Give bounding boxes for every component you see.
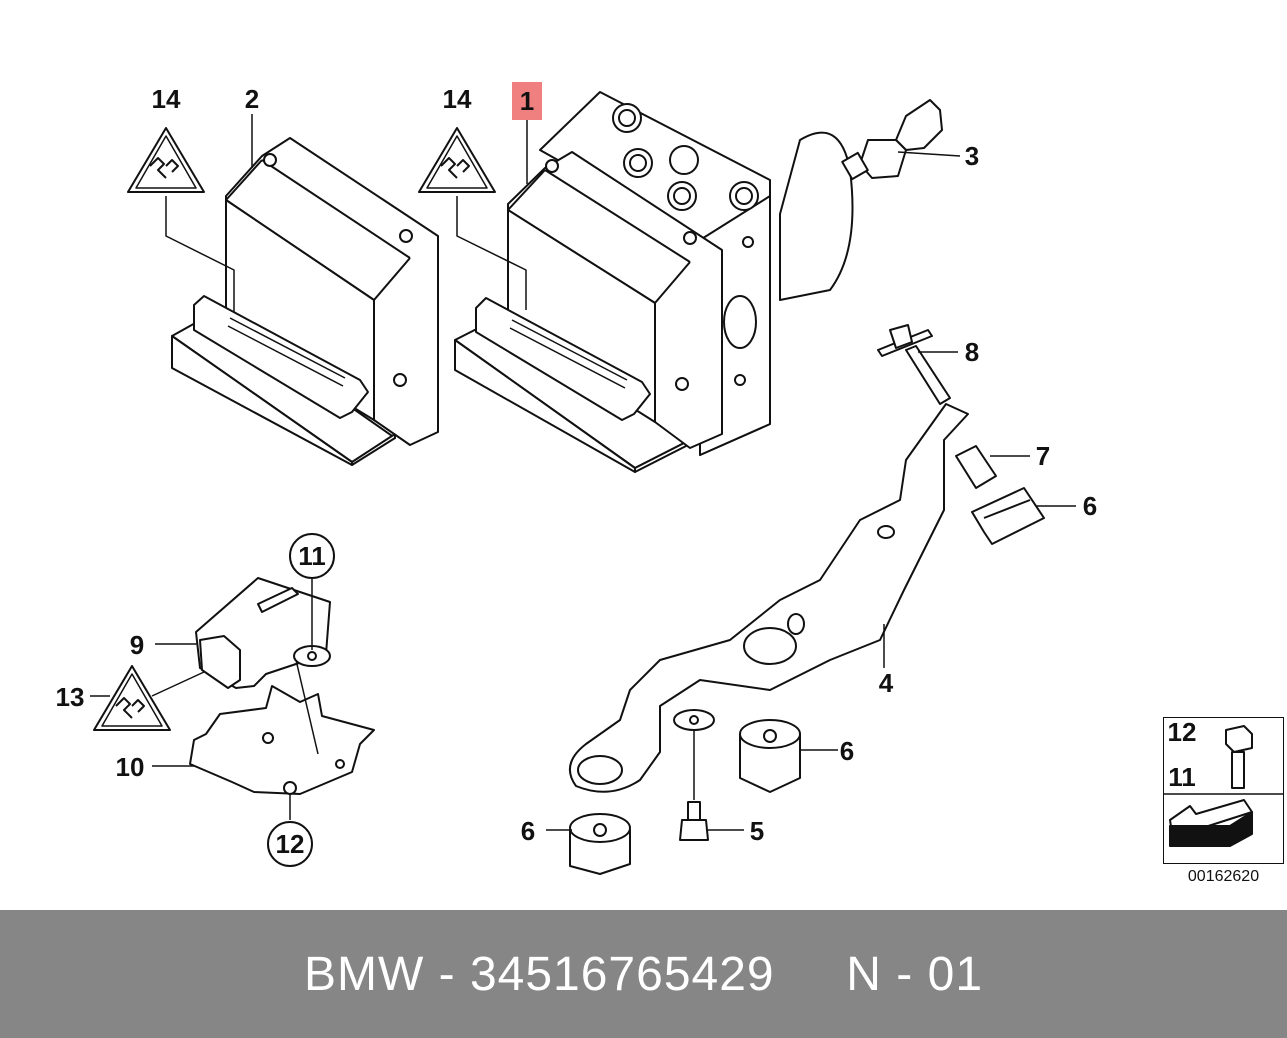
callout-12: 12 [276, 829, 305, 859]
callout-3: 3 [965, 141, 979, 171]
rubber-mount-part-6-middle [739, 719, 801, 793]
callout-highlight-1 [512, 82, 542, 120]
callout-6-lower: 6 [521, 816, 535, 846]
leader-lines [90, 114, 1076, 831]
inset-label-12: 12 [1168, 717, 1197, 747]
warning-label-part-14-left [127, 127, 205, 193]
callout-9: 9 [130, 630, 144, 660]
footer-note: N - 01 [846, 947, 984, 1001]
rubber-mount-part-6-lower [569, 813, 631, 875]
callout-4: 4 [879, 668, 894, 698]
warning-label-part-14-right [418, 127, 496, 193]
callout-6-upper: 6 [1083, 491, 1097, 521]
callout-circle-11 [289, 533, 335, 579]
callout-2: 2 [245, 84, 259, 114]
inset-arrow-icon [1169, 799, 1253, 847]
diagram-code: 00162620 [1187, 868, 1260, 885]
footer-brand: BMW [303, 947, 425, 1001]
callout-5: 5 [750, 816, 764, 846]
callout-6-middle: 6 [840, 736, 854, 766]
inset-bolt-icon [1225, 725, 1253, 789]
hydraulic-unit-part-1 [454, 91, 854, 473]
footer-spacer [775, 947, 847, 1002]
callout-14-right: 14 [443, 84, 472, 114]
callout-7: 7 [1036, 441, 1050, 471]
bolt-part-8 [877, 324, 951, 405]
control-unit-part-2 [171, 137, 439, 466]
grommet-part-6-upper [971, 487, 1045, 545]
pressure-sensor-part-3 [841, 99, 943, 181]
bracket-part-4 [568, 403, 969, 793]
footer-separator: - [424, 947, 470, 1001]
callout-13: 13 [56, 682, 85, 712]
mounting-bracket-part-10 [189, 685, 375, 795]
callout-1: 1 [520, 86, 534, 116]
pad-part-7 [955, 445, 997, 489]
screw-part-5 [673, 709, 715, 841]
inset-box [1163, 717, 1284, 864]
callout-circle-12 [267, 821, 313, 867]
callout-11: 11 [298, 541, 326, 571]
inset-label-11: 11 [1168, 762, 1196, 792]
callout-8: 8 [965, 337, 979, 367]
footer-bar: BMW - 34516765429 N - 01 [0, 910, 1287, 1038]
callout-10: 10 [116, 752, 145, 782]
sensor-part-9 [195, 577, 331, 689]
footer-part-number: 34516765429 [469, 947, 775, 1001]
callout-14-left: 14 [152, 84, 181, 114]
warning-label-part-13 [93, 665, 171, 731]
